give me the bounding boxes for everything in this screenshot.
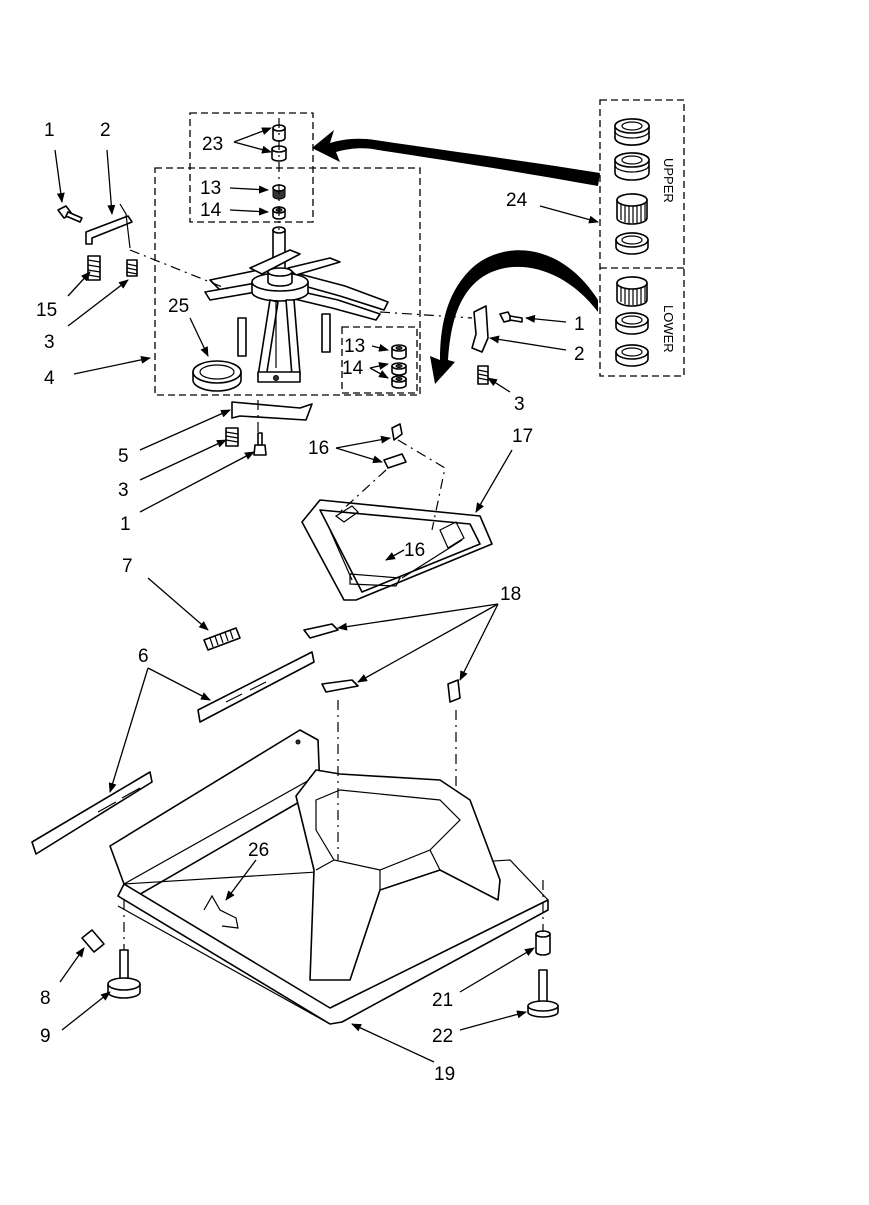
assembly-lines (123, 118, 544, 950)
callout-7: 7 (122, 556, 133, 577)
callout-16-base: 16 (404, 540, 425, 561)
callout-3-lower: 3 (118, 480, 129, 501)
callout-22: 22 (432, 1026, 453, 1047)
callout-6: 6 (138, 646, 149, 667)
spring-3b (477, 365, 489, 385)
lower-spacers (391, 344, 407, 389)
washer-lower-1 (615, 312, 649, 335)
clip-18c (447, 679, 461, 703)
drive-assembly-box (154, 167, 421, 396)
callout-1-lower: 1 (120, 514, 131, 535)
callout-1-right: 1 (574, 314, 585, 335)
callout-25: 25 (168, 296, 189, 317)
right-hardware (471, 305, 523, 385)
lower-spacer-box (341, 326, 418, 394)
screw-1b (499, 311, 523, 323)
clip-16a (391, 423, 403, 441)
bracket-2a (85, 203, 133, 249)
base-frame-19 (81, 729, 559, 1025)
spacer-13-lower (391, 344, 407, 360)
kit-label-upper: UPPER (661, 158, 676, 203)
callout-21: 21 (432, 990, 453, 1011)
clip-18b (321, 679, 359, 693)
seal-ring-25 (192, 360, 242, 392)
callout-1-top-left: 1 (44, 120, 55, 141)
callout-26: 26 (248, 840, 269, 861)
lower-kit-pointer-arrow (430, 250, 598, 384)
callout-13-upper: 13 (200, 178, 221, 199)
clip-18a (303, 623, 339, 639)
callout-8: 8 (40, 988, 51, 1009)
bracket-2b (471, 305, 489, 353)
callout-16-top: 16 (308, 438, 329, 459)
callout-17: 17 (512, 426, 533, 447)
washer-lower-2 (615, 344, 649, 367)
callout-3-right: 3 (514, 394, 525, 415)
spring-3c (225, 427, 239, 447)
gear-bushing-upper (616, 193, 648, 225)
spider-drive-assembly (204, 226, 389, 383)
kit-label-lower: LOWER (661, 305, 676, 353)
spacer-14-lower-a (391, 362, 407, 376)
spacer-14-lower-b (391, 375, 407, 389)
leveling-leg-9 (107, 949, 141, 999)
spring-7 (203, 627, 241, 651)
upper-spacer-box (189, 112, 314, 223)
spring-15 (87, 255, 101, 281)
clip-16b (383, 453, 407, 469)
callout-15: 15 (36, 300, 57, 321)
screw-1c (253, 432, 267, 456)
callout-24: 24 (506, 190, 528, 211)
bearing-kit-parts: UPPER LOWER (614, 118, 676, 367)
foot-21 (535, 930, 551, 956)
rail-6-upper (197, 651, 315, 723)
callout-4: 4 (44, 368, 55, 389)
clip-26 (203, 894, 239, 929)
callout-23: 23 (202, 134, 223, 155)
bracket-5 (231, 401, 313, 421)
leveling-leg-22 (527, 969, 559, 1018)
callout-14-lower: 14 (342, 358, 364, 379)
clips-18 (303, 623, 461, 703)
washer-upper (615, 232, 649, 255)
callout-2-top-left: 2 (100, 120, 111, 141)
left-hardware (57, 203, 138, 281)
callout-14-upper: 14 (200, 200, 222, 221)
seal-ring-upper-2 (614, 152, 650, 181)
bearing-kit-box (599, 99, 685, 377)
callout-3-left: 3 (44, 332, 55, 353)
triangular-base-17 (301, 499, 493, 601)
seal-ring-upper-1 (614, 118, 650, 146)
screw-1a (57, 205, 83, 223)
rail-6-lower (31, 771, 153, 855)
callout-13-lower: 13 (344, 336, 365, 357)
callout-labels: 1 2 15 3 4 25 23 13 14 13 14 24 1 2 3 5 … (36, 120, 585, 1085)
foot-8 (81, 929, 105, 953)
gear-bushing-lower (616, 276, 648, 307)
callout-2-right: 2 (574, 344, 585, 365)
callout-leaders (54, 127, 599, 1063)
spring-3a (126, 259, 138, 277)
callout-18: 18 (500, 584, 521, 605)
lower-bracket-hardware (225, 401, 313, 456)
callout-9: 9 (40, 1026, 51, 1047)
callout-5: 5 (118, 446, 129, 467)
callout-19: 19 (434, 1064, 455, 1085)
upper-kit-pointer-arrow (312, 130, 600, 186)
